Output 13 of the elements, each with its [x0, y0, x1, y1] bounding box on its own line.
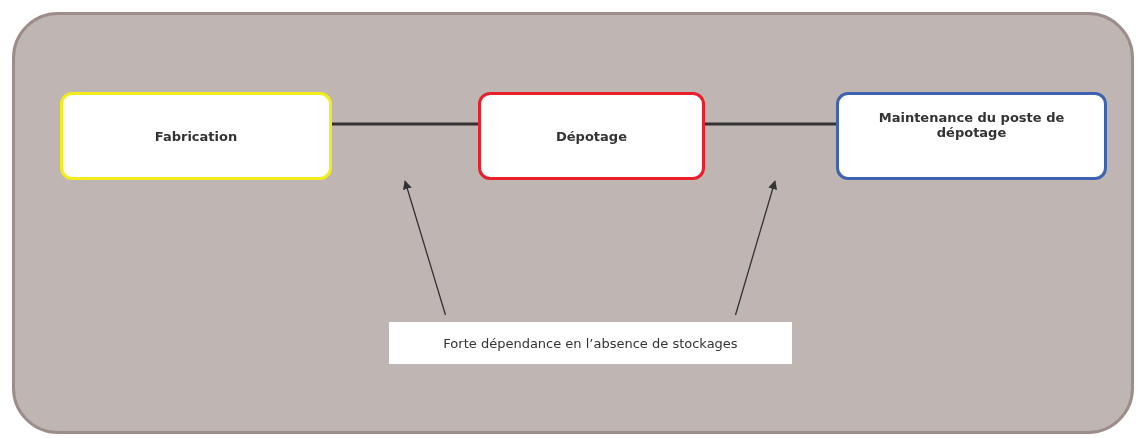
leader-arrow	[403, 180, 447, 316]
node-label: Dépotage	[556, 128, 627, 144]
connector-line	[705, 122, 836, 126]
note-text: Forte dépendance en l’absence de stockages	[443, 335, 738, 351]
background-panel	[12, 12, 1134, 434]
process-box	[478, 92, 705, 180]
connector-line	[332, 122, 478, 126]
process-box	[60, 92, 332, 180]
process-box	[836, 92, 1107, 180]
node-label: Fabrication	[154, 128, 238, 144]
leader-arrow	[734, 180, 778, 316]
node-label: Maintenance du poste de dépotage	[877, 110, 1066, 140]
note-box	[389, 322, 792, 364]
